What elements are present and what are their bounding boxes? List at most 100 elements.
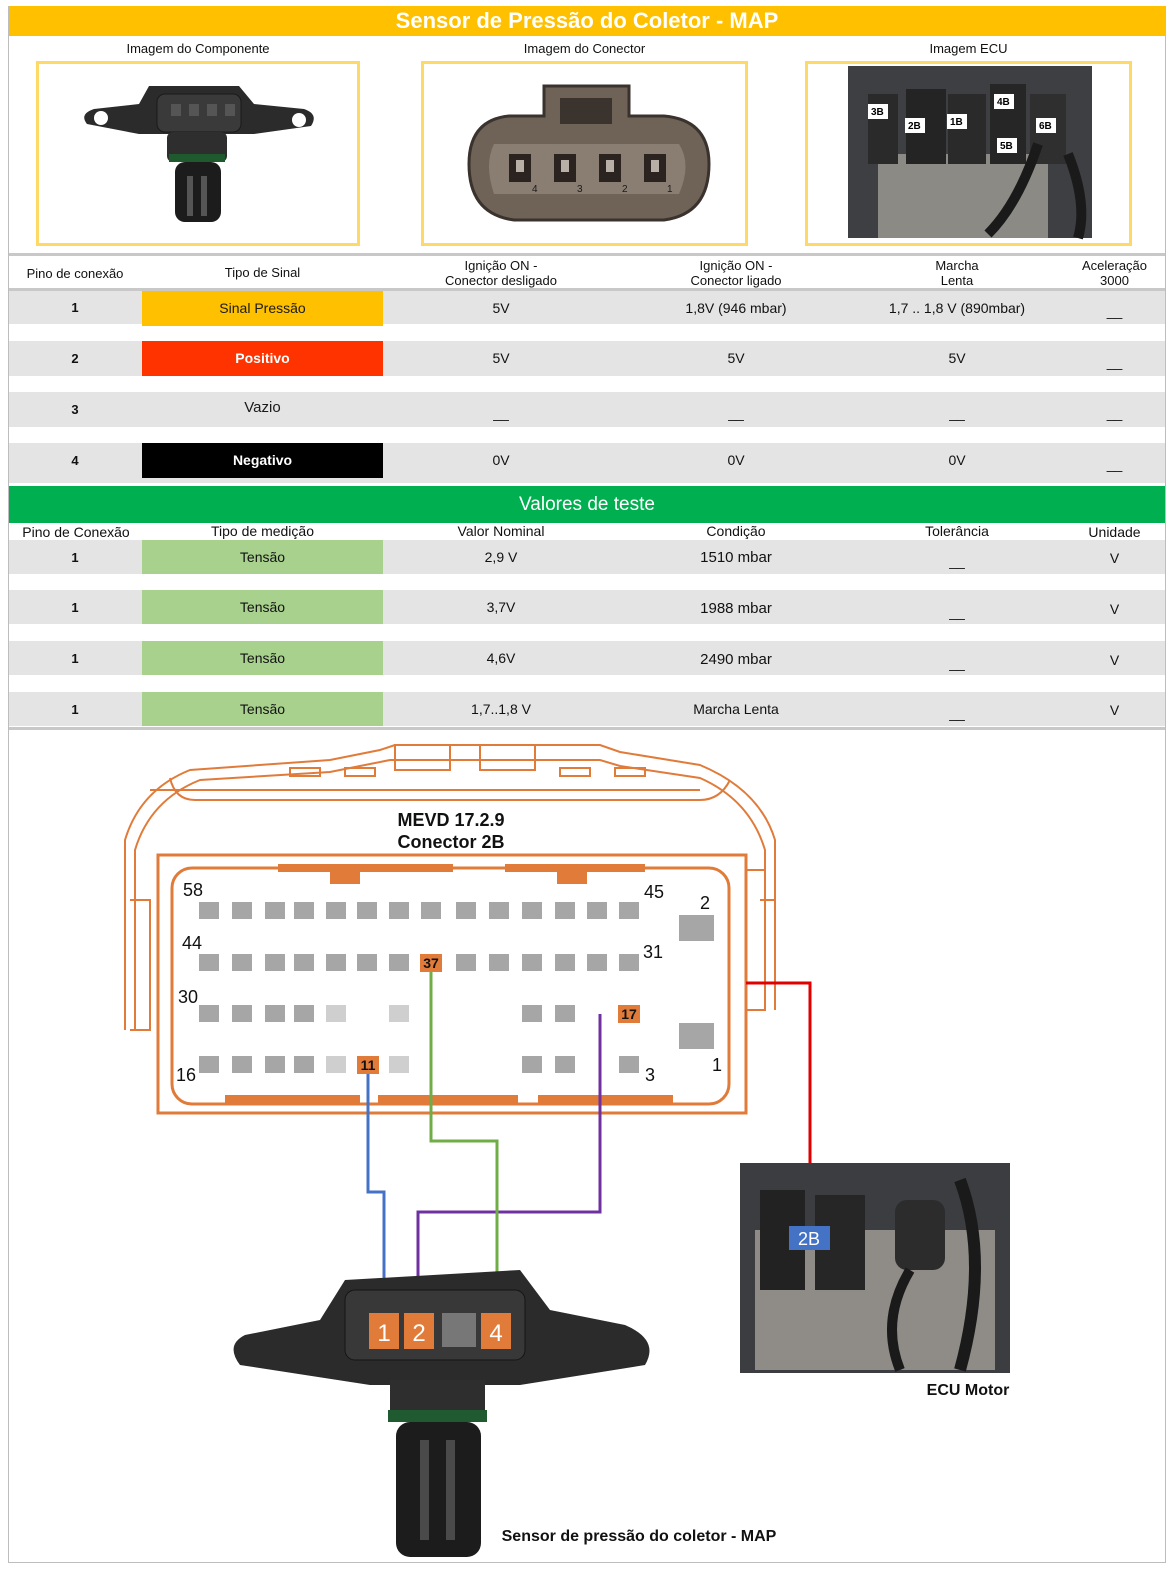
value-accel: __ <box>1106 405 1123 421</box>
row-pin: 1 <box>71 600 79 615</box>
value-ign-on: 5V <box>727 350 745 366</box>
value-nominal: 3,7V <box>486 599 516 615</box>
component-image-label: Imagem do Componente <box>126 41 270 56</box>
connector-pin-4-label: 4 <box>532 184 538 195</box>
pin-label: 16 <box>176 1065 196 1085</box>
value-nominal: 4,6V <box>486 650 516 666</box>
pin-37 <box>420 954 442 972</box>
wire-ecu-connector <box>746 981 812 1222</box>
header-tolerance: Tolerância <box>925 523 989 539</box>
connector-pin-2-label: 2 <box>622 184 628 195</box>
wire-pin-37-to-4 <box>429 972 499 1315</box>
header-pin: Pino de conexão <box>26 266 124 281</box>
measurement-type-badge: Tensão <box>142 590 383 624</box>
value-unit: V <box>1109 601 1120 617</box>
header-idle: Marcha Lenta <box>935 258 979 288</box>
value-accel: __ <box>1106 456 1123 472</box>
connector-key-bottom <box>538 1095 673 1103</box>
value-idle: 5V <box>948 350 966 366</box>
pin-label: 30 <box>178 987 198 1007</box>
pin-11 <box>357 1056 379 1074</box>
connector-illustration: 4 3 2 1 <box>467 84 711 222</box>
sensor-pin-4-label: 4 <box>489 1320 502 1347</box>
ecu-motor-photo <box>740 1163 1010 1373</box>
ecu-2b-tag <box>789 1226 830 1250</box>
connector-label: Conector 2B <box>397 832 504 852</box>
value-ign-on: 1,8V (946 mbar) <box>685 300 787 316</box>
value-nominal: 2,9 V <box>484 549 518 565</box>
component-image <box>36 61 360 246</box>
signal-type-badge: Positivo <box>142 341 383 376</box>
wire-pin-17-to-2 <box>416 1014 602 1315</box>
separator <box>9 253 1165 256</box>
header-accel: Aceleração 3000 <box>1081 258 1148 288</box>
table-row <box>9 392 1165 427</box>
ecu-tag-4b: 4B <box>997 97 1010 108</box>
measurement-type-badge: Tensão <box>142 641 383 675</box>
value-ign-on: 0V <box>727 452 745 468</box>
connector-key-tab <box>557 864 587 884</box>
value-nominal: 1,7..1,8 V <box>471 701 531 717</box>
pin-label: 31 <box>643 942 663 962</box>
connector-image: 4 3 2 1 <box>421 61 748 246</box>
pin-label: 2 <box>700 893 710 913</box>
ecu-caption: ECU Motor <box>927 1382 1010 1399</box>
sensor-caption: Sensor de pressão do coletor - MAP <box>502 1528 777 1545</box>
sensor-pin-4 <box>481 1313 511 1349</box>
ecu-connector-outline <box>124 744 776 1031</box>
header-unit: Unidade <box>1088 524 1141 540</box>
value-condition: 2490 mbar <box>700 651 772 668</box>
signal-type-badge: Negativo <box>142 443 383 478</box>
measurement-type-badge: Tensão <box>142 692 383 726</box>
row-pin: 4 <box>71 453 79 468</box>
value-tolerance: __ <box>949 553 965 569</box>
map-sensor-photo <box>233 1270 650 1557</box>
pin-label: 44 <box>182 933 202 953</box>
value-ign-on: __ <box>728 405 744 421</box>
connector-key-top-left <box>278 864 453 872</box>
header-measurement-type: Tipo de medição <box>211 523 314 539</box>
separator <box>9 288 1165 291</box>
signal-type-badge: Sinal Pressão <box>142 291 383 326</box>
value-condition: 1988 mbar <box>700 600 772 617</box>
connector-key-tab <box>330 864 360 884</box>
wire-pin-11-to-1 <box>366 1074 386 1315</box>
value-ign-off: __ <box>493 405 509 421</box>
connector-image-label: Imagem do Conector <box>523 41 646 56</box>
row-pin: 1 <box>71 651 79 666</box>
ecu-tag-6b: 6B <box>1039 121 1052 132</box>
value-tolerance: __ <box>949 705 965 721</box>
value-unit: V <box>1109 652 1120 668</box>
ecu-image: 3B 2B 1B 4B 5B 6B <box>805 61 1132 246</box>
sensor-pin-2-label: 2 <box>412 1320 425 1347</box>
page-title: Sensor de Pressão do Coletor - MAP <box>9 6 1165 36</box>
ecu-tag-2b: 2B <box>908 121 921 132</box>
connector-key-bottom <box>378 1095 518 1103</box>
pin-label: 45 <box>644 882 664 902</box>
signal-type-badge: Vazio <box>244 399 281 416</box>
sensor-pin-1-label: 1 <box>377 1320 390 1347</box>
pin-17-label: 17 <box>621 1006 637 1022</box>
row-pin: 3 <box>71 402 79 417</box>
pin-grid <box>199 902 714 1073</box>
connector-key-bottom <box>225 1095 360 1103</box>
row-pin: 1 <box>71 550 79 565</box>
value-accel: __ <box>1106 303 1123 319</box>
map-sensor-illustration <box>84 86 314 222</box>
ecu-tag-3b: 3B <box>871 107 884 118</box>
pin-17 <box>618 1005 640 1023</box>
value-ign-off: 5V <box>492 300 510 316</box>
pin-label: 58 <box>183 880 203 900</box>
pin-label: 3 <box>645 1065 655 1085</box>
value-idle: __ <box>949 405 965 421</box>
value-ign-off: 5V <box>492 350 510 366</box>
value-ign-off: 0V <box>492 452 510 468</box>
sensor-pin-1 <box>369 1313 399 1349</box>
header-nominal: Valor Nominal <box>457 523 545 539</box>
ecu-photo-illustration: 3B 2B 1B 4B 5B 6B <box>848 66 1092 240</box>
separator <box>9 727 1165 730</box>
row-pin: 1 <box>71 702 79 717</box>
measurement-type-badge: Tensão <box>142 540 383 574</box>
ecu-tag-5b: 5B <box>1000 141 1013 152</box>
header-ign-on-off: Ignição ON - Conector desligado <box>444 258 558 288</box>
